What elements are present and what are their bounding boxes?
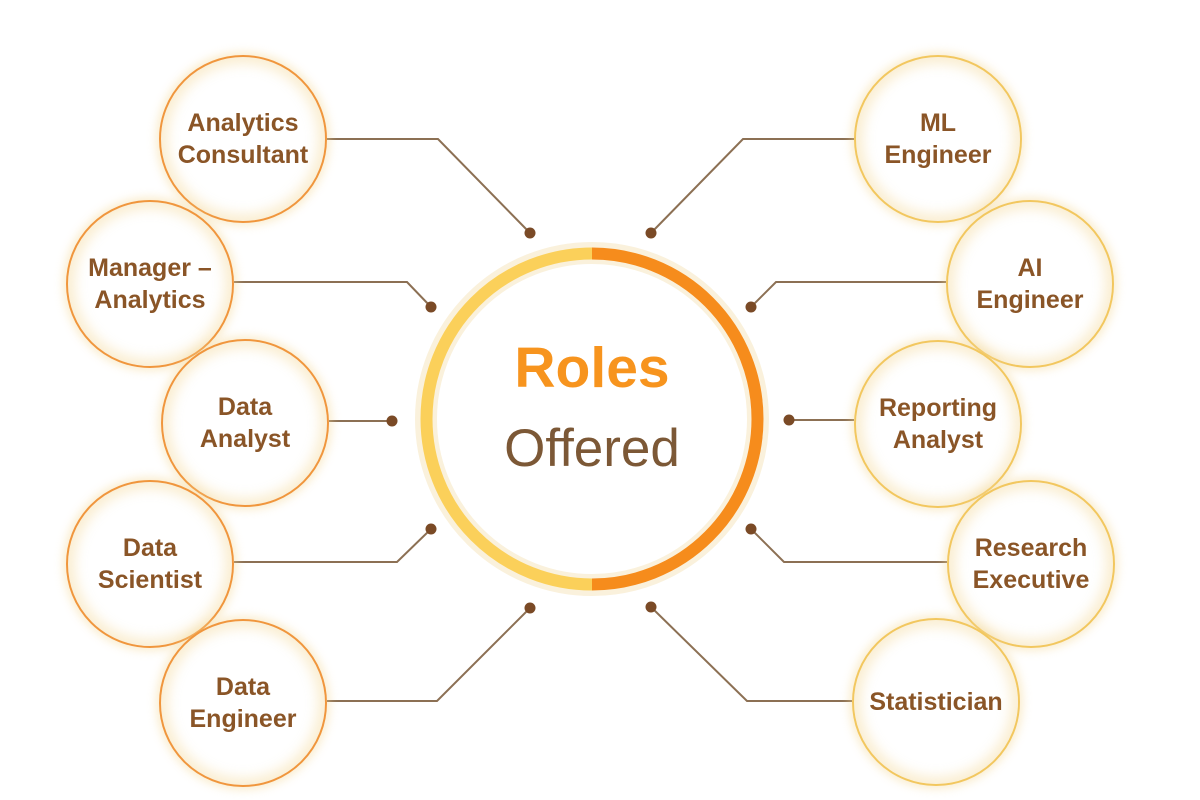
center-ring-left-arc (420, 247, 593, 591)
role-circle-data-engineer: Data Engineer (159, 619, 327, 787)
dot-manager-analytics (425, 301, 437, 313)
role-circle-ml-engineer: ML Engineer (854, 55, 1022, 223)
dot-reporting-analyst (783, 414, 795, 426)
connector-research-executive (750, 528, 947, 563)
connector-manager-analytics (234, 281, 432, 308)
role-circle-manager-analytics: Manager – Analytics (66, 200, 234, 368)
connector-data-engineer (327, 607, 531, 702)
role-label-reporting-analyst: Reporting Analyst (878, 393, 998, 455)
dot-data-analyst (386, 415, 398, 427)
role-label-manager-analytics: Manager – Analytics (88, 253, 212, 315)
role-circle-data-analyst: Data Analyst (161, 339, 329, 507)
role-label-ml-engineer: ML Engineer (884, 108, 992, 170)
role-circle-analytics-consultant: Analytics Consultant (159, 55, 327, 223)
connector-ml-engineer (650, 138, 854, 234)
center-ring-right-arc (591, 247, 764, 591)
role-label-ai-engineer: AI Engineer (976, 253, 1084, 315)
connector-data-scientist (234, 528, 432, 563)
connector-statistician (650, 606, 852, 702)
role-label-data-engineer: Data Engineer (189, 672, 297, 734)
role-circle-data-scientist: Data Scientist (66, 480, 234, 648)
dot-statistician (645, 601, 657, 613)
connector-ai-engineer (750, 281, 946, 308)
dot-data-engineer (524, 602, 536, 614)
dot-analytics-consultant (524, 227, 536, 239)
role-circle-reporting-analyst: Reporting Analyst (854, 340, 1022, 508)
role-label-data-analyst: Data Analyst (199, 392, 291, 454)
role-circle-research-executive: Research Executive (947, 480, 1115, 648)
dot-research-executive (745, 523, 757, 535)
dot-ml-engineer (645, 227, 657, 239)
dot-ai-engineer (745, 301, 757, 313)
dot-data-scientist (425, 523, 437, 535)
role-label-analytics-consultant: Analytics Consultant (177, 108, 309, 170)
role-circle-ai-engineer: AI Engineer (946, 200, 1114, 368)
role-label-statistician: Statistician (869, 687, 1003, 716)
connector-analytics-consultant (327, 138, 531, 234)
role-label-research-executive: Research Executive (972, 533, 1090, 595)
role-circle-statistician: Statistician (852, 618, 1020, 786)
role-label-data-scientist: Data Scientist (97, 533, 203, 595)
